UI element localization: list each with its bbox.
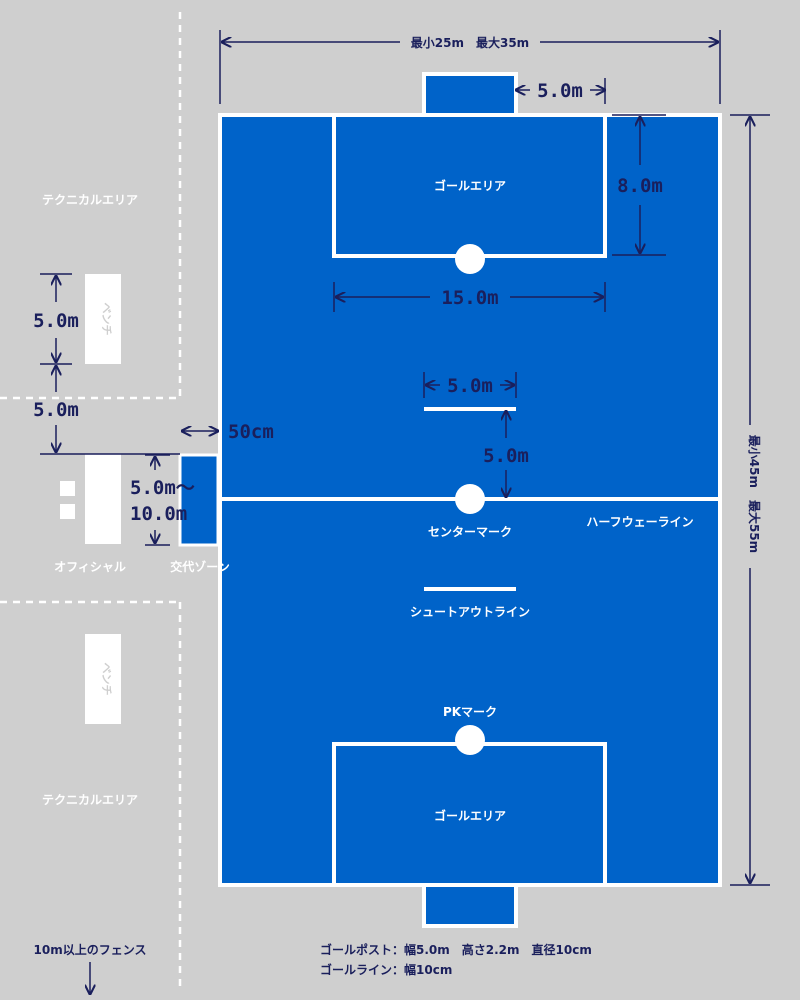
official-seat-2 (60, 504, 75, 519)
goal-area-top-label: ゴールエリア (434, 178, 506, 193)
goal-bottom (422, 882, 518, 928)
goal-area-width-label: 15.0m (441, 287, 498, 309)
length-range-label: 最小45m 最大55m (747, 435, 762, 553)
center-mark (455, 484, 485, 514)
bench-top-label: ベンチ (100, 303, 113, 336)
official-gap-label: 5.0m (33, 399, 79, 421)
substitution-zone (178, 453, 220, 547)
goal-area-depth-label: 8.0m (617, 175, 663, 197)
width-range-label: 最小25m 最大35m (411, 35, 529, 50)
technical-area-bottom-label: テクニカルエリア (42, 793, 138, 807)
goal-width-label: 5.0m (537, 80, 583, 102)
sub-length-label-1: 5.0m～ (130, 477, 195, 499)
official-seat-1 (60, 481, 75, 496)
shootout-line-label: シュートアウトライン (410, 605, 530, 619)
sub-offset-label: 50cm (228, 421, 274, 443)
fence-lines (0, 12, 182, 990)
goal-top (422, 72, 518, 118)
shootout-distance-label: 5.0m (483, 445, 529, 467)
halfway-line-label: ハーフウェーライン (586, 515, 693, 529)
pk-mark-bottom (455, 725, 485, 755)
bench-bottom (85, 634, 121, 724)
bench-bottom-label: ベンチ (100, 663, 113, 696)
fence-label: 10m以上のフェンス (34, 942, 147, 957)
official-label: オフィシャル (54, 560, 126, 574)
bench-length-label: 5.0m (33, 310, 79, 332)
pk-mark-top (455, 244, 485, 274)
shootout-width-label: 5.0m (447, 375, 493, 397)
goal-line-note: ゴールライン：幅10cm (320, 962, 452, 977)
bench-top (85, 274, 121, 364)
sub-zone-label: 交代ゾーン (170, 559, 229, 574)
sub-length-label-2: 10.0m (130, 503, 187, 525)
pk-mark-label: PKマーク (443, 705, 497, 719)
goal-post-note: ゴールポスト：幅5.0m 高さ2.2m 直径10cm (320, 942, 592, 957)
official-table (85, 454, 121, 544)
dimension-lines (40, 30, 770, 994)
center-mark-label: センターマーク (428, 525, 512, 539)
goal-area-bottom-label: ゴールエリア (434, 808, 506, 823)
technical-area-top-label: テクニカルエリア (42, 193, 138, 207)
